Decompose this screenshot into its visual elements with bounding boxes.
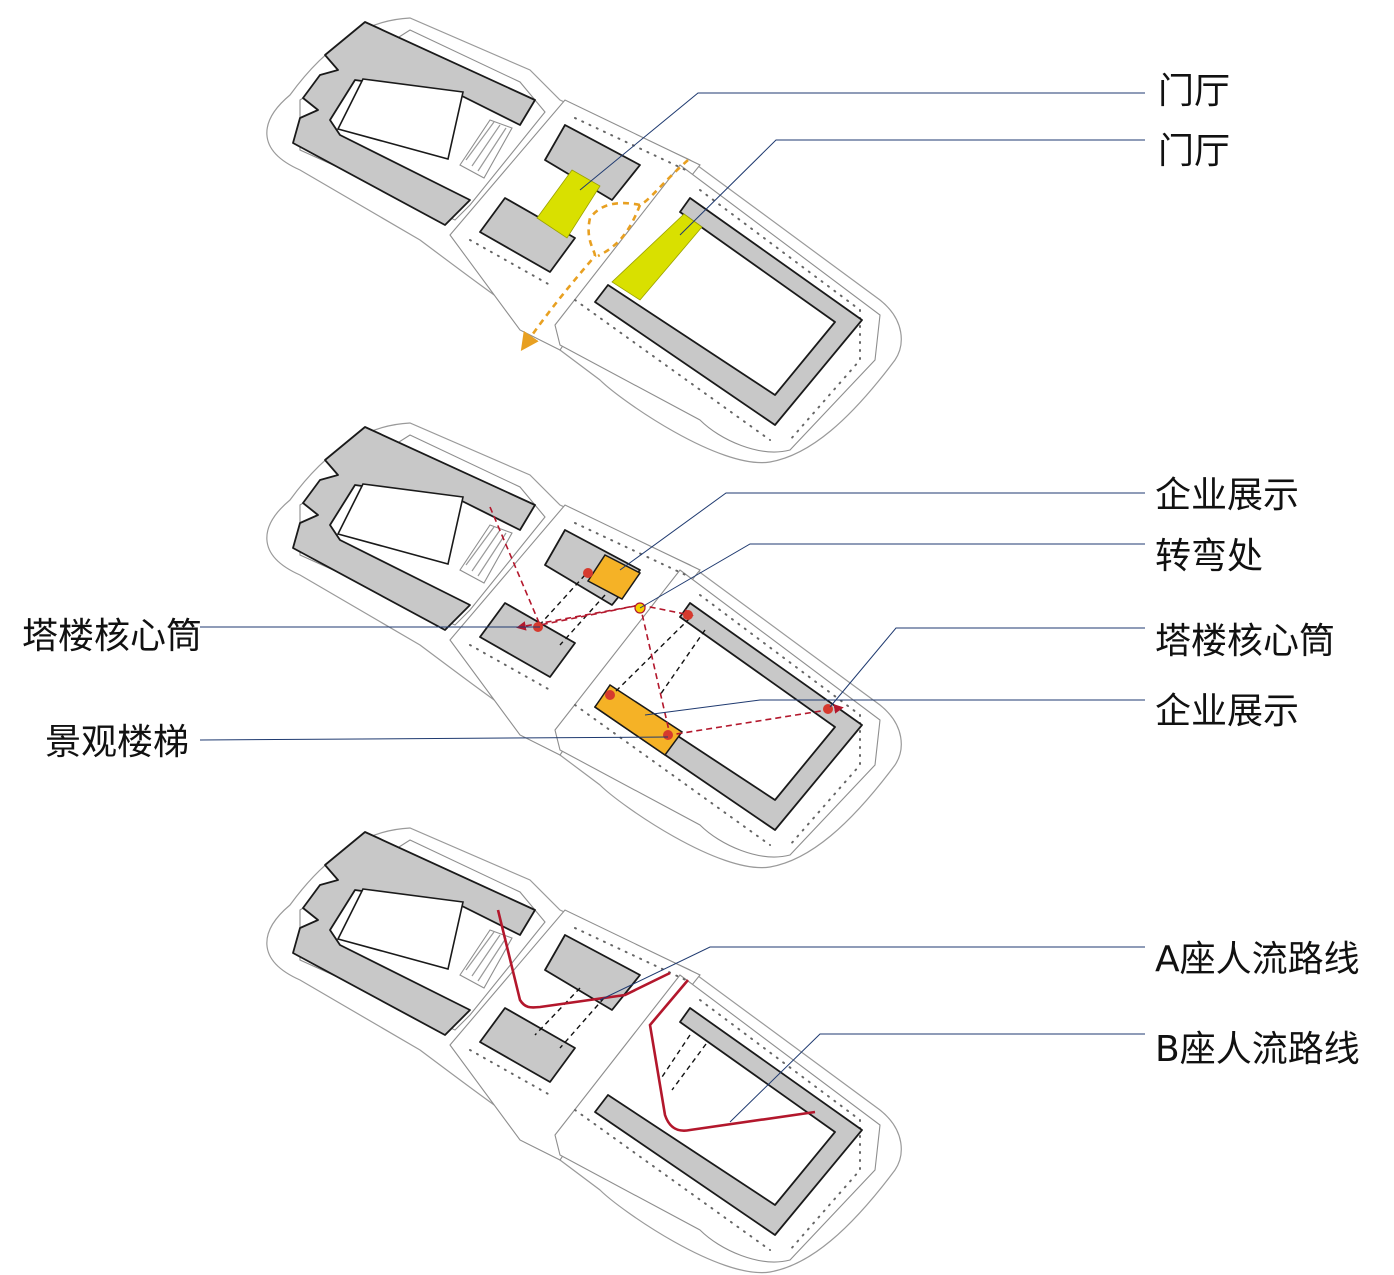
core-dot xyxy=(683,610,693,620)
route-b-line xyxy=(648,979,816,1132)
label-exhibit-b: 企业展示 xyxy=(1155,691,1299,732)
site-plan-1 xyxy=(265,17,903,464)
route-a-line xyxy=(496,909,671,1009)
label-stair: 景观楼梯 xyxy=(45,722,189,763)
site-plan-2 xyxy=(265,422,903,869)
panel-routes: A座人流路线 B座人流路线 xyxy=(265,827,1360,1274)
exhibit-box-a xyxy=(586,554,642,600)
core-dot xyxy=(605,690,615,700)
label-turn: 转弯处 xyxy=(1155,536,1263,577)
label-exhibit-a: 企业展示 xyxy=(1155,475,1299,516)
label-route-b: B座人流路线 xyxy=(1155,1029,1360,1070)
label-route-a: A座人流路线 xyxy=(1155,939,1360,980)
label-core-left: 塔楼核心筒 xyxy=(22,616,202,657)
panel-exhibit: 企业展示 转弯处 塔楼核心筒 塔楼核心筒 企业展示 景观楼梯 xyxy=(22,422,1335,869)
label-lobby-b: 门厅 xyxy=(1158,131,1230,172)
entry-flow-branch xyxy=(597,204,642,258)
core-dot xyxy=(583,568,593,578)
core-flow xyxy=(489,506,694,626)
core-dot xyxy=(663,730,673,740)
label-lobby-a: 门厅 xyxy=(1158,71,1230,112)
site-plan-3 xyxy=(265,827,903,1274)
label-core-right: 塔楼核心筒 xyxy=(1155,621,1335,662)
lobby-bar-right xyxy=(611,213,703,301)
panel-lobby: 门厅 门厅 xyxy=(265,17,1230,464)
